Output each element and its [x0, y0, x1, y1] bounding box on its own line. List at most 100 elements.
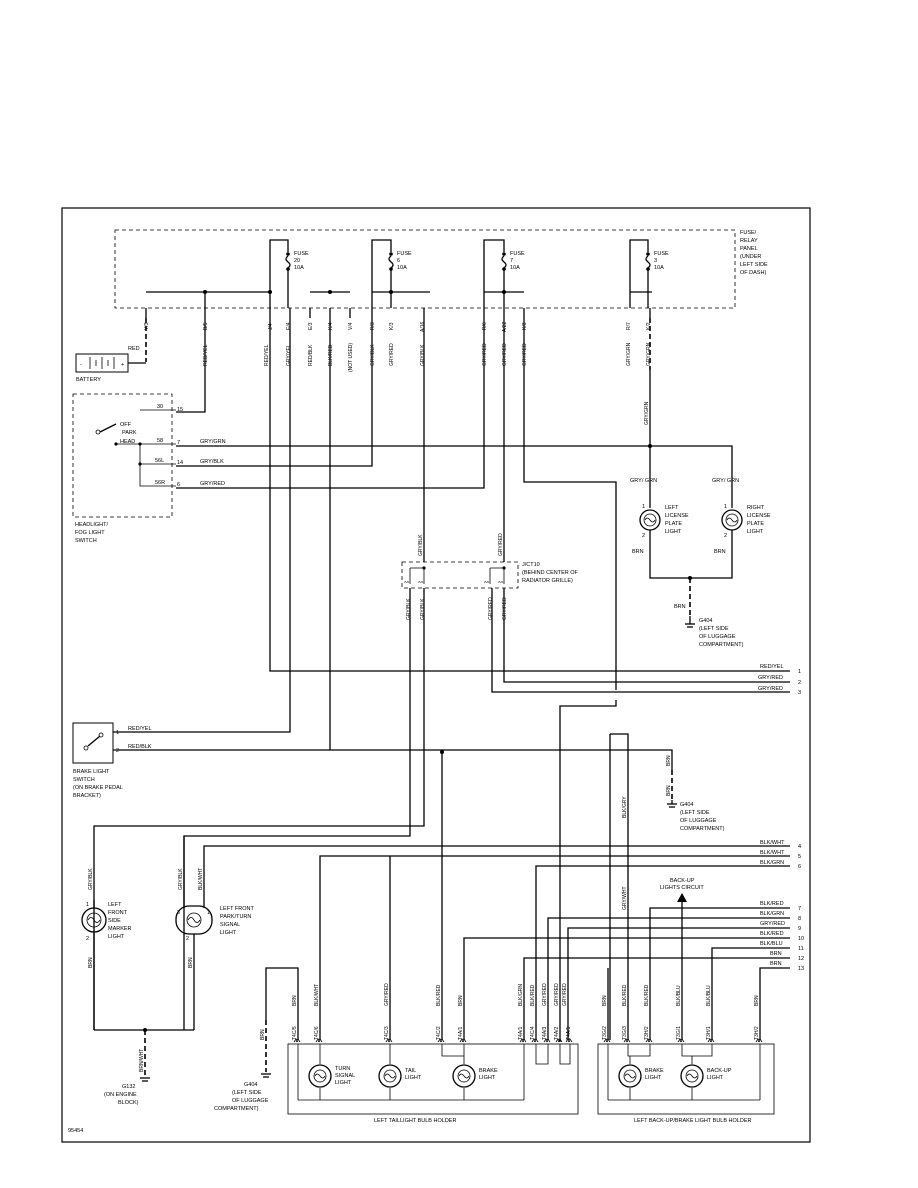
lic-out-right: BRN [714, 549, 726, 555]
hl-term-30: 30 [157, 404, 163, 410]
wire-label: GRY/GRN [646, 342, 652, 366]
bu-wire-1: BLK/RED [622, 984, 628, 1006]
pin-label: V/4 [348, 322, 354, 330]
taillight-holder: BRN BLK/WHT GRY/RED BLK/RED BRN BLK/GRN … [287, 856, 579, 1124]
tl-bulb-tail-1: LIGHT [405, 1075, 422, 1081]
pin-label: J/4 [268, 323, 274, 330]
lic-left-label-3: LIGHT [665, 529, 682, 535]
bu-pin-2: T3H/2 [644, 1026, 650, 1040]
rail-13-wire: BRN [770, 961, 782, 967]
turn-label-2: SIGNAL [220, 922, 240, 928]
pin-label: K/2 [646, 322, 652, 330]
wire-label: GRY/RED [389, 343, 395, 366]
backup-circuit: BACK-UP LIGHTS CIRCUIT [660, 878, 704, 1040]
g404-bot-label-3: COMPARTMENT) [214, 1106, 259, 1112]
fuse6-number: 6 [397, 258, 400, 264]
tl-wire-7: GRY/RED [542, 983, 548, 1006]
marker-label-4: LIGHT [108, 934, 125, 940]
g404-top-label-1: (LEFT SIDE [699, 626, 729, 632]
marker-label-1: FRONT [108, 910, 128, 916]
tl-pin-7: T4A/3 [542, 1026, 548, 1040]
hl-wire-gryblk: GRY/BLK [200, 459, 224, 465]
turn-label-1: PARK/TURN [220, 914, 251, 920]
brake-switch-box [72, 722, 114, 764]
rail-4-num: 4 [798, 844, 801, 850]
pin-label: A/16 [420, 321, 426, 332]
rail-1-wire: RED/YEL [760, 664, 784, 670]
connector-jct10: GRY/BLK GRY/RED ^^^^ ^^^^ J/CT10 (BEHIND… [401, 308, 579, 620]
rail-8-wire: BLK/GRN [760, 911, 784, 917]
fuse-panel-label-1: RELAY [740, 238, 758, 244]
fuse7-name: FUSE [510, 251, 525, 257]
rail-9-wire: GRY/RED [760, 921, 785, 927]
jct10-label-0: J/CT10 [522, 562, 540, 568]
bu-bulb-backup-0: BACK-UP [707, 1068, 732, 1074]
g404-bot-wire: BRN [260, 1029, 266, 1040]
rail-7-num: 7 [798, 906, 801, 912]
g404-top-wire: BRN [674, 604, 686, 610]
hl-wire-gryred: GRY/RED [200, 481, 225, 487]
lic-feed-wire: GRY/GRN [644, 401, 650, 425]
tl-pin-8: T4A/2 [554, 1026, 560, 1040]
ground-g132: BRN/WHT G132 (ON ENGINE BLOCK) [94, 1028, 194, 1106]
jct-wire-out-3: GRY/RED [502, 597, 508, 620]
diagram-border [61, 207, 811, 1143]
tl-bulb-brake-1: LIGHT [479, 1075, 496, 1081]
tl-wire-2: GRY/RED [384, 983, 390, 1006]
lic-right-label-0: RIGHT [747, 505, 765, 511]
rail-9-num: 9 [798, 926, 801, 932]
fuse-panel-label-2: PANEL [740, 246, 758, 252]
rail-10-wire: BLK/RED [760, 931, 784, 937]
wire-label: GRY/RED [522, 343, 528, 366]
rail-11-wire: BLK/BLU [760, 941, 783, 947]
pin-label: E/3 [308, 322, 314, 330]
wire-label: GRY/BLK [370, 344, 376, 366]
turn-pin-b: 1 [207, 910, 210, 916]
wire-label: GRY/YEL [286, 344, 292, 366]
fuse3-name: FUSE [654, 251, 669, 257]
bu-pin-0: T3G/2 [602, 1026, 608, 1040]
g132-label-2: BLOCK) [118, 1100, 139, 1106]
g404-bot-label-1: (LEFT SIDE [232, 1090, 262, 1096]
g404-mid-wire-a: BRN [666, 755, 672, 766]
pin-label: Y/3 [144, 322, 150, 330]
g132-label-0: G132 [122, 1084, 135, 1090]
hl-switch-label-2: SWITCH [75, 538, 97, 544]
tl-bulb-brake-0: BRAKE [479, 1068, 498, 1074]
hl-wire-grygrn: GRY/GRN [200, 439, 226, 445]
brake-sw-label-2: (ON BRAKE PEDAL [73, 785, 123, 791]
jct10-label-2: RADIATOR GRILLE) [522, 578, 573, 584]
tl-bulb-turn-1: SIGNAL [335, 1073, 355, 1079]
rail-3-wire: GRY/RED [758, 686, 783, 692]
brake-sw-wire1: RED/YEL [128, 726, 152, 732]
pin-label: R/3 [370, 322, 376, 330]
tl-pin-0: T4C/5 [292, 1026, 298, 1040]
brake-sw-label-3: BRACKET) [73, 793, 101, 799]
hl-pos-park: PARK [122, 430, 137, 436]
tl-wire-8: GRY/RED [554, 983, 560, 1006]
fuse20-rating: 10A [294, 265, 304, 271]
wire-label: RED/YEL [264, 344, 270, 366]
lic-left-label-0: LEFT [665, 505, 679, 511]
rail-12-num: 12 [798, 956, 804, 962]
jct-wire-in-red: GRY/RED [498, 533, 504, 556]
svg-text:^^: ^^ [484, 581, 490, 587]
lic-right-label-3: LIGHT [747, 529, 764, 535]
marker-pin2: 2 [86, 936, 89, 942]
lic-wire-in-left: GRY/ GRN [630, 478, 657, 484]
svg-text:^^: ^^ [498, 581, 504, 587]
rail-8-num: 8 [798, 916, 801, 922]
rail-2-num: 2 [798, 680, 801, 686]
backup-circuit-label-0: BACK-UP [670, 878, 695, 884]
ground-g404-mid: BRN BRN G404 (LEFT SIDE OF LUGGAGE COMPA… [660, 749, 725, 832]
fuse-panel-label-4: LEFT SIDE [740, 262, 768, 268]
headlight-switch: HEADLIGHT/ FOG LIGHT SWITCH OFF PARK HEA… [72, 393, 183, 544]
fuse20-number: 20 [294, 258, 300, 264]
bu-wire-0: BRN [602, 995, 608, 1006]
svg-text:-: - [80, 362, 82, 368]
bu-bulb-backup-1: LIGHT [707, 1075, 724, 1081]
tl-pin-2: T4C/3 [384, 1026, 390, 1040]
mid-wire-blkgry: BLK/GRY [622, 796, 628, 818]
lic-out-left: BRN [632, 549, 644, 555]
g404-bot-label-0: G404 [244, 1082, 257, 1088]
